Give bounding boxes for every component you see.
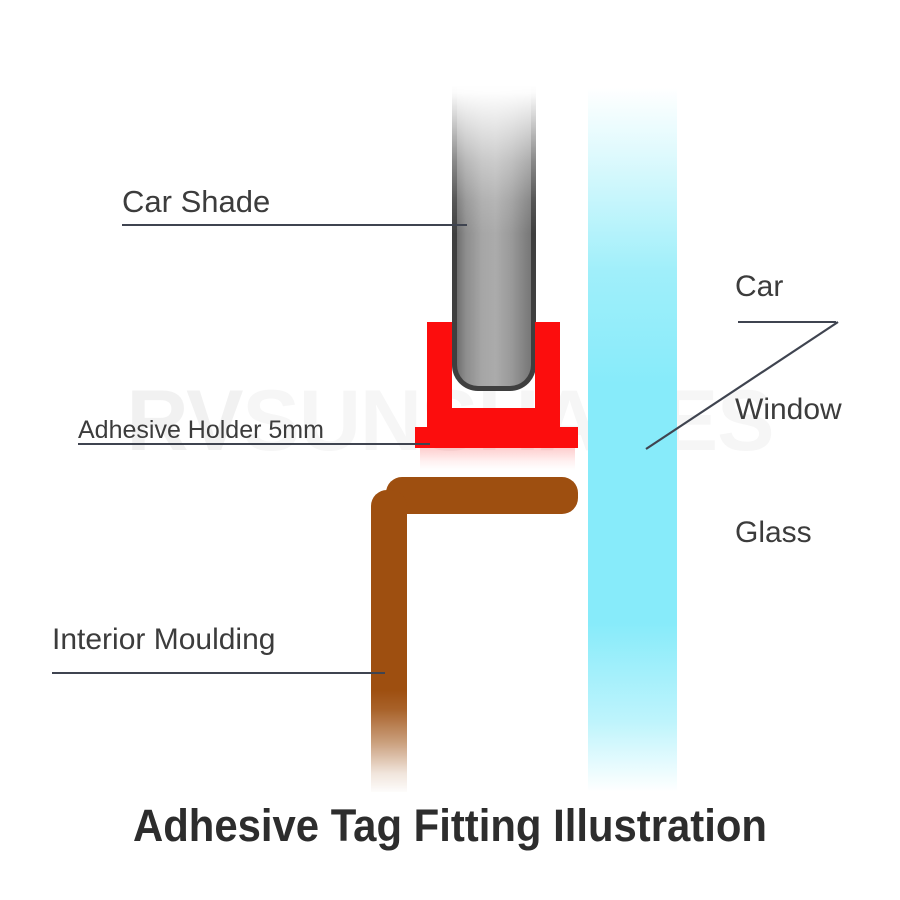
adhesive-holder-base-flange bbox=[415, 427, 578, 448]
interior-moulding-horizontal-arm bbox=[386, 477, 578, 514]
car-window-glass-shape bbox=[588, 88, 677, 792]
label-adhesive-holder: Adhesive Holder 5mm bbox=[78, 416, 324, 444]
illustration-title: Adhesive Tag Fitting Illustration bbox=[133, 800, 767, 851]
interior-moulding-vertical-arm bbox=[371, 490, 407, 792]
label-car-window-glass-line-1: Car bbox=[735, 270, 784, 303]
label-car-window-glass-line-3: Glass bbox=[735, 516, 812, 549]
car-shade-body bbox=[452, 86, 536, 391]
watermark-brand-prefix: RV bbox=[126, 373, 244, 469]
label-car-shade: Car Shade bbox=[122, 184, 271, 219]
leader-line-adhesive-holder bbox=[78, 443, 430, 445]
label-car-window-glass: Car Window Glass bbox=[735, 184, 842, 635]
adhesive-holder-web bbox=[427, 408, 560, 430]
label-car-window-glass-line-2: Window bbox=[735, 393, 842, 426]
label-interior-moulding: Interior Moulding bbox=[52, 623, 276, 656]
leader-line-interior-moulding bbox=[52, 672, 385, 674]
leader-line-car-shade bbox=[122, 224, 467, 226]
car-shade-shape bbox=[450, 84, 538, 391]
